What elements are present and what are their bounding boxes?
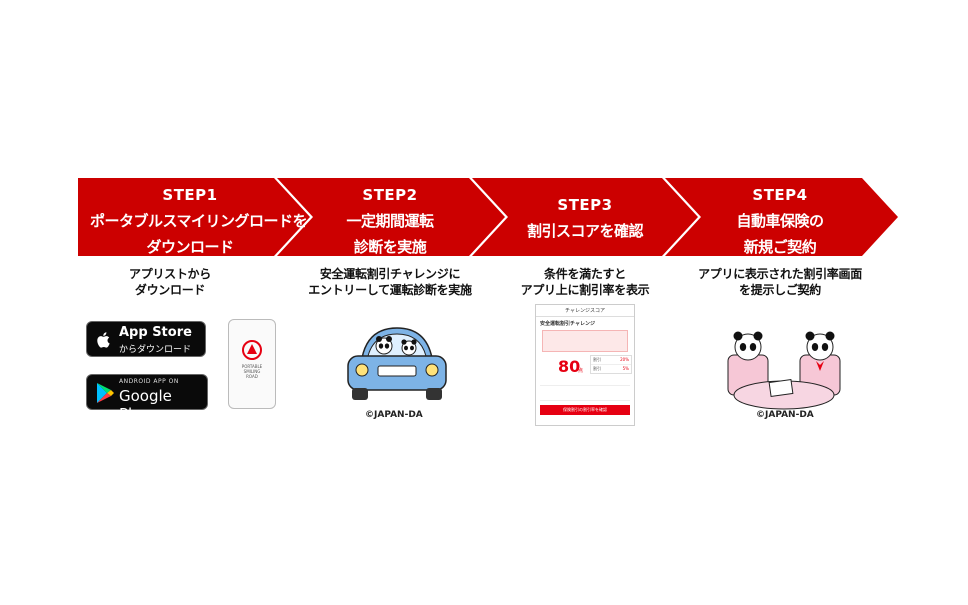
step4-chevron	[665, 178, 898, 256]
screen-gray-lines	[540, 385, 630, 401]
step4-heading: STEP4 自動車保険の 新規ご契約	[690, 182, 870, 260]
step2-chevron	[277, 178, 505, 256]
step3-desc-line1: 条件を満たすと	[544, 267, 626, 281]
phone-app-image: PORTABLE SMILING ROAD	[228, 319, 276, 409]
step3-desc-line2: アプリ上に割引率を表示	[520, 283, 650, 297]
step4-label: STEP4	[752, 186, 808, 204]
screen-confirm-button[interactable]: 保険割引の割引率を確認	[540, 405, 630, 415]
smiling-road-logo-icon	[242, 340, 262, 360]
screen-rate-table: 割引 20% 割引 5%	[590, 355, 632, 374]
steps-banner	[78, 178, 898, 256]
car-pandas-illustration	[347, 327, 447, 400]
screen-rate-row: 割引 5%	[593, 366, 629, 371]
step1-desc-line2: ダウンロード	[134, 283, 206, 297]
screen-score-row: 80 点 割引 20% 割引 5%	[536, 355, 634, 381]
step1-desc-line1: アプリストから	[129, 267, 211, 281]
screen-score: 80	[558, 357, 581, 376]
step1-line2: ダウンロード	[146, 238, 234, 256]
step4-line2: 新規ご契約	[743, 238, 817, 256]
phone-app-text: PORTABLE SMILING ROAD	[229, 364, 275, 379]
apple-icon	[97, 332, 110, 348]
step3-label: STEP3	[557, 196, 613, 214]
step2-description: 安全運転割引チャレンジに エントリーして運転診断を実施	[290, 266, 490, 298]
step4-desc-line2: を提示しご契約	[739, 283, 821, 297]
screen-rate-row: 割引 20%	[591, 356, 631, 365]
step4-line1: 自動車保険の	[736, 212, 824, 230]
google-play-title: Google Play	[119, 387, 172, 423]
screen-score-unit: 点	[578, 368, 584, 374]
step2-desc-line1: 安全運転割引チャレンジに	[319, 267, 461, 281]
step1-heading: STEP1 ポータブルスマイリングロードを ダウンロード	[90, 182, 308, 260]
step4-desc-line1: アプリに表示された割引率画面	[698, 267, 862, 281]
google-play-icon	[97, 383, 114, 403]
step2-label: STEP2	[362, 186, 418, 204]
app-store-sub: からダウンロード	[119, 345, 192, 355]
step1-label: STEP1	[162, 186, 218, 204]
step2-line2: 診断を実施	[353, 238, 427, 256]
google-play-top: ANDROID APP ON	[119, 378, 179, 385]
step1-line1: ポータブルスマイリングロードを	[90, 212, 308, 230]
step3-heading: STEP3 割引スコアを確認	[500, 192, 670, 244]
step3-description: 条件を満たすと アプリ上に割引率を表示	[495, 266, 675, 298]
phone-app-line3: ROAD	[246, 374, 258, 379]
step3-chevron	[472, 178, 698, 256]
step4-description: アプリに表示された割引率画面 を提示しご契約	[680, 266, 880, 298]
step1-description: アプリストから ダウンロード	[100, 266, 240, 298]
app-store-badge[interactable]: App Store からダウンロード	[86, 321, 206, 357]
step2-desc-line2: エントリーして運転診断を実施	[308, 283, 472, 297]
app-store-title: App Store	[119, 325, 192, 340]
screen-pink-box	[542, 330, 628, 352]
screen-header: チャレンジスコア	[536, 305, 634, 317]
step2-line1: 一定期間運転	[346, 212, 434, 230]
step2-heading: STEP2 一定期間運転 診断を実施	[300, 182, 480, 260]
table-credit: ©JAPAN-DA	[756, 410, 814, 420]
google-play-badge[interactable]: ANDROID APP ON Google Play	[86, 374, 208, 423]
step3-line1: 割引スコアを確認	[526, 222, 644, 240]
car-credit: ©JAPAN-DA	[365, 410, 423, 420]
screen-title: 安全運転割引チャレンジ	[540, 321, 595, 327]
step1-chevron	[78, 178, 310, 256]
phone-app-line1: PORTABLE	[241, 364, 263, 369]
discount-score-screen: チャレンジスコア 安全運転割引チャレンジ 80 点 割引 20% 割引 5% 保…	[535, 304, 635, 426]
pandas-table-illustration	[727, 331, 841, 410]
phone-app-line2: SMILING	[243, 369, 261, 374]
